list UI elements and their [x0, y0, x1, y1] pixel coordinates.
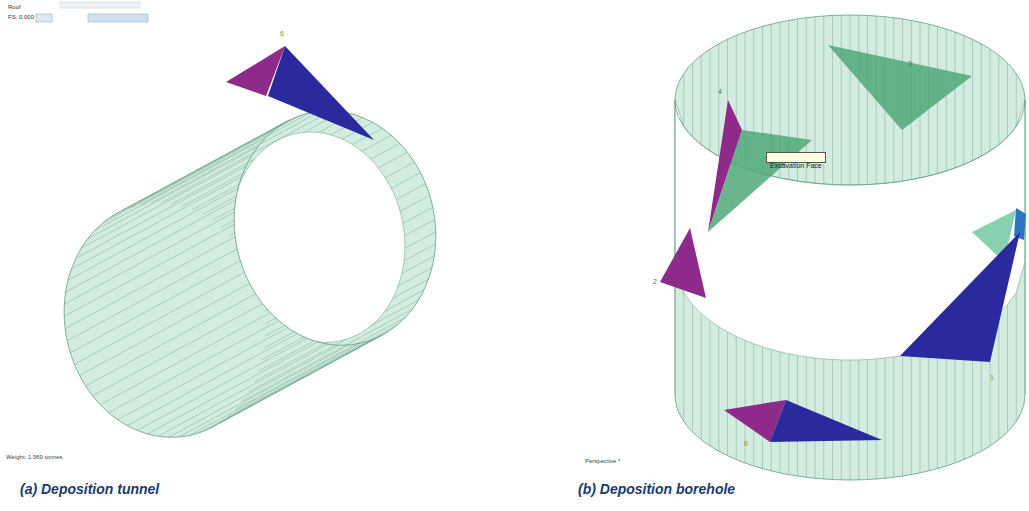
figure-caption: (b) Deposition borehole [578, 482, 735, 497]
callout-text: 2 [653, 278, 657, 286]
callout-text: Weight: 1.969 tonnes [6, 454, 63, 461]
tooltip-text: Excavation Face [770, 162, 822, 169]
callout-text: Roof [8, 4, 21, 11]
callout-text: 4 [718, 88, 722, 96]
borehole-wedges [660, 45, 1026, 442]
callout-text: Perspective * [585, 458, 620, 465]
callout-text: 1 [990, 374, 994, 382]
figure-caption: (a) Deposition tunnel [20, 482, 159, 497]
tunnel-wedge [226, 46, 374, 140]
tunnel-cylinder [64, 111, 436, 438]
callout-text: 3 [908, 60, 912, 68]
callout-text: 6 [744, 440, 748, 448]
toolbar [36, 2, 148, 22]
borehole-cylinder [675, 15, 1025, 480]
callout-text: 6 [280, 30, 284, 38]
tooltip-box: Excavation Face [766, 152, 826, 163]
callout-text: FS: 0.000 [8, 14, 34, 21]
